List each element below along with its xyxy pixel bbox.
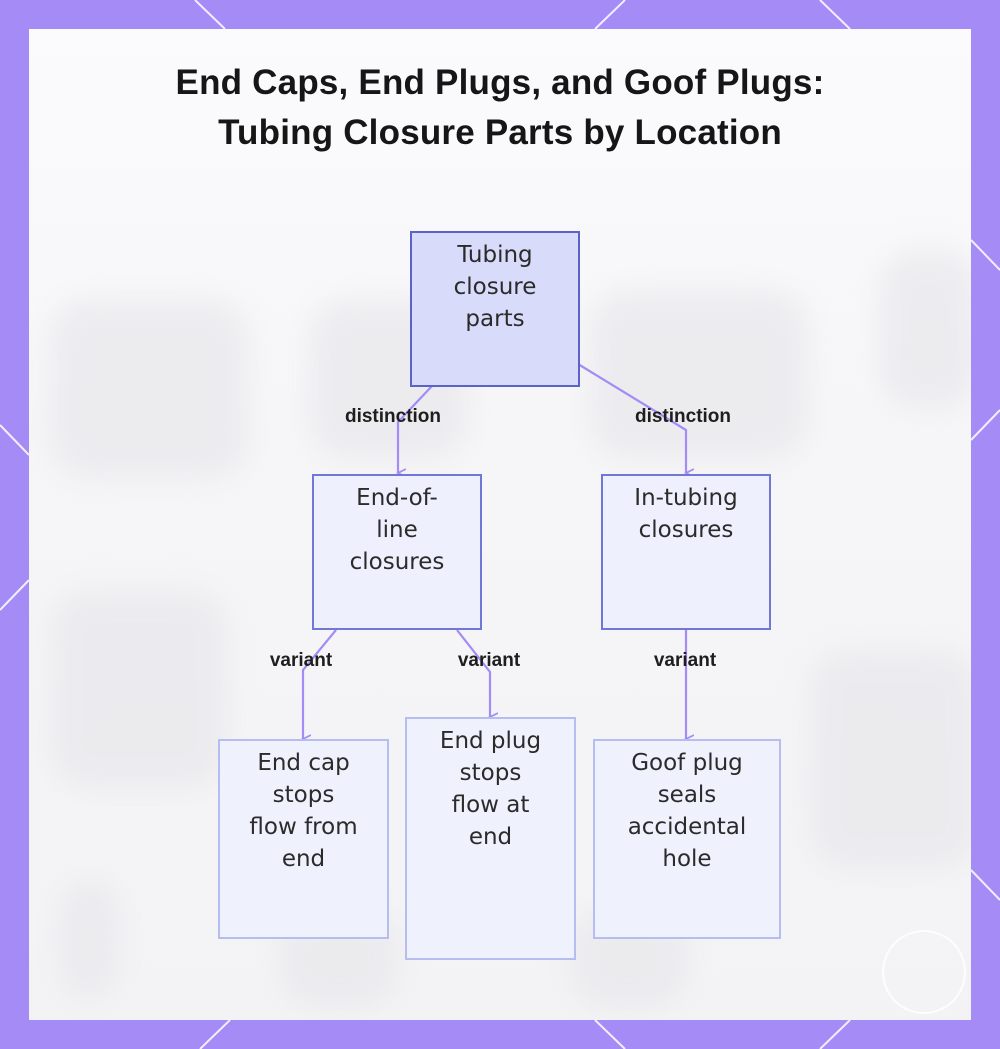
title-line-2: Tubing Closure Parts by Location — [218, 113, 782, 152]
edge-label-intube-goof: variant — [653, 650, 717, 671]
node-text: End cap — [257, 750, 350, 776]
node-text: end — [468, 824, 513, 850]
edge-label-root-eol: distinction — [344, 406, 442, 427]
node-text: end — [281, 846, 326, 872]
node-end-of-line-closures[interactable]: End-of- line closures — [312, 474, 482, 630]
edge-eol-endcap — [303, 629, 337, 739]
node-text: flow from — [249, 814, 358, 840]
node-in-tubing-closures[interactable]: In-tubing closures — [601, 474, 771, 630]
node-text: parts — [465, 306, 525, 332]
node-text: hole — [662, 846, 712, 872]
node-text: accidental — [627, 814, 747, 840]
node-end-plug[interactable]: End plug stops flow at end — [405, 717, 576, 960]
edge-label-eol-endplug: variant — [457, 650, 521, 671]
node-text: End-of- — [356, 485, 438, 511]
title-line-1: End Caps, End Plugs, and Goof Plugs: — [175, 63, 825, 102]
edge-label-root-intube: distinction — [634, 406, 732, 427]
node-text: stops — [272, 782, 335, 808]
node-text: stops — [459, 760, 522, 786]
node-tubing-closure-parts[interactable]: Tubing closure parts — [410, 231, 580, 387]
node-goof-plug[interactable]: Goof plug seals accidental hole — [593, 739, 781, 939]
node-text: closures — [638, 517, 734, 543]
edge-eol-endplug — [456, 629, 490, 717]
diagram-title: End Caps, End Plugs, and Goof Plugs: Tub… — [0, 58, 1000, 158]
watermark-badge-icon — [882, 930, 966, 1014]
node-text: seals — [657, 782, 717, 808]
edge-label-eol-endcap: variant — [269, 650, 333, 671]
node-text: Goof plug — [631, 750, 743, 776]
node-text: flow at — [451, 792, 530, 818]
node-text: closure — [453, 274, 537, 300]
node-text: Tubing — [457, 242, 533, 268]
edge-root-intube — [577, 363, 686, 473]
node-text: End plug — [439, 728, 542, 754]
node-text: closures — [349, 549, 445, 575]
node-text: In-tubing — [634, 485, 738, 511]
node-text: line — [376, 517, 418, 543]
edge-root-eol — [398, 385, 433, 473]
node-end-cap[interactable]: End cap stops flow from end — [218, 739, 389, 939]
